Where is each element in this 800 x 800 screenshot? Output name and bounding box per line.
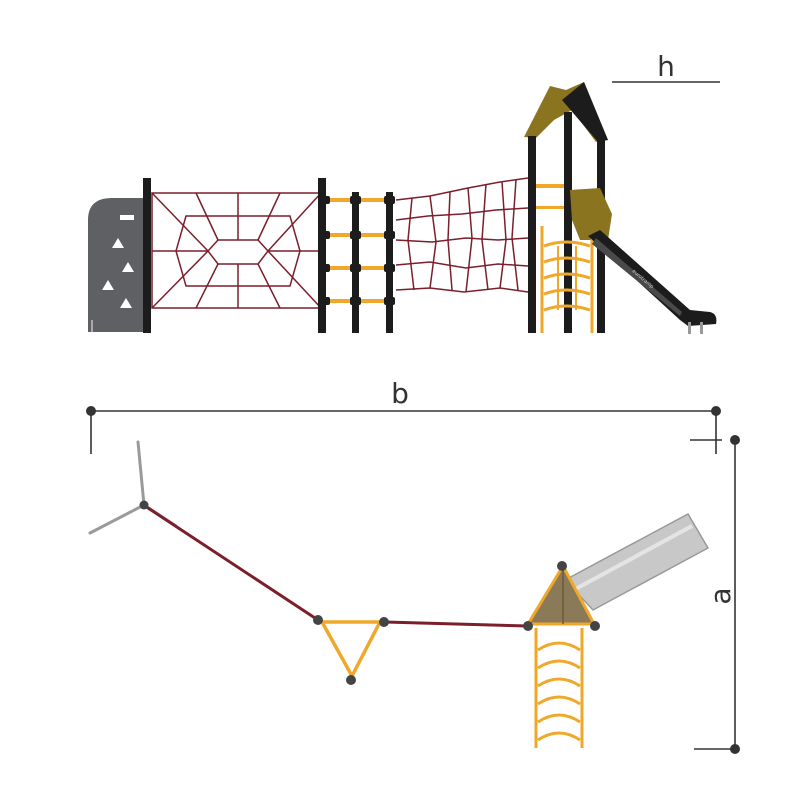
post xyxy=(143,178,151,333)
slide-plan xyxy=(563,512,710,611)
dimension-endpoint xyxy=(730,744,740,754)
elevation-view: h xyxy=(88,50,720,334)
spider-net xyxy=(151,192,322,309)
post xyxy=(386,192,393,333)
dimension-endpoint xyxy=(711,406,721,416)
net-plan xyxy=(384,620,529,628)
post-markers xyxy=(139,500,600,685)
depth-dimension xyxy=(694,440,736,750)
climbing-wall xyxy=(88,198,146,332)
wall-grip-triangle xyxy=(112,238,124,248)
wall-grip-triangle xyxy=(120,298,132,308)
net-plan xyxy=(144,504,319,622)
slide: eurotramp xyxy=(588,230,717,334)
climbing-net xyxy=(395,177,529,293)
bar-section-plan xyxy=(320,620,382,678)
tower-roof-edge xyxy=(562,82,608,142)
wall-grip-bar xyxy=(120,215,134,220)
post xyxy=(528,136,536,333)
width-dimension xyxy=(90,410,722,454)
post xyxy=(352,192,359,333)
plan-view: b a xyxy=(86,377,740,754)
tower-side-panel xyxy=(570,188,612,240)
tower-plan xyxy=(526,564,596,626)
wall-grip-triangle xyxy=(122,262,134,272)
ladder xyxy=(540,226,594,333)
width-label: b xyxy=(391,377,409,410)
dimension-endpoint xyxy=(86,406,96,416)
wall-grip-triangle xyxy=(102,280,114,290)
tower xyxy=(524,82,612,333)
height-label: h xyxy=(657,50,675,83)
dimension-endpoint xyxy=(730,435,740,445)
depth-label: a xyxy=(704,587,737,604)
ladder-plan xyxy=(534,628,584,748)
post xyxy=(564,112,572,333)
post xyxy=(318,178,326,333)
bar-section xyxy=(320,192,395,333)
